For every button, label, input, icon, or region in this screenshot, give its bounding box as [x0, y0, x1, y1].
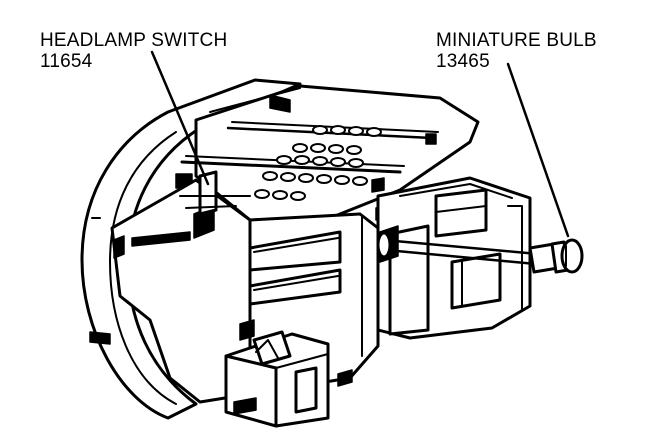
right-connector	[376, 176, 532, 340]
miniature-bulb-callout: MINIATURE BULB 13465	[436, 30, 597, 72]
headlamp-switch-callout: HEADLAMP SWITCH 11654	[40, 30, 227, 72]
leader-lines	[150, 50, 570, 238]
bezel	[80, 78, 302, 420]
bottom-connector	[224, 319, 353, 428]
headlamp-switch-part-number: 11654	[40, 51, 93, 72]
miniature-bulb-leader-line	[506, 62, 570, 238]
headlamp-switch-leader-line	[150, 50, 210, 186]
miniature-bulb-label: MINIATURE BULB	[436, 30, 597, 51]
contact-holes	[254, 125, 382, 201]
housing-side	[110, 170, 252, 404]
miniature-bulb-part-number: 13465	[436, 51, 490, 72]
headlamp-switch-label: HEADLAMP SWITCH	[40, 30, 228, 51]
miniature-bulb	[376, 231, 584, 274]
